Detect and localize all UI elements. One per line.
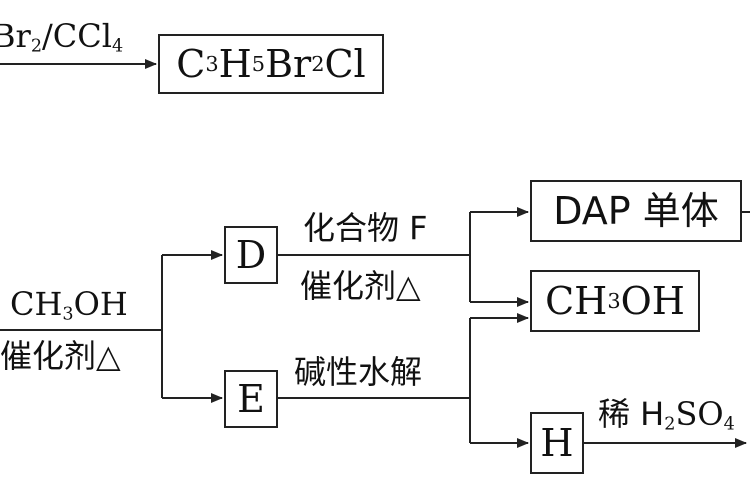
reagent-compound-f: 化合物 F xyxy=(303,209,428,247)
compound-box-e: E xyxy=(224,370,278,428)
reagent-catalyst-heat-mid: 催化剂△ xyxy=(300,267,421,305)
reagent-methanol: CH3OH xyxy=(10,285,128,325)
compound-box-dap-monomer: DAP 单体 xyxy=(530,180,742,242)
reagent-dilute-h2so4: 稀 H2SO4 xyxy=(598,395,735,435)
compound-box-d: D xyxy=(224,226,278,284)
reagent-br2-ccl4: Br2/CCl4 xyxy=(0,17,124,57)
reagent-catalyst-heat-left: 催化剂△ xyxy=(0,337,121,375)
reagent-alkaline-hydrolysis: 碱性水解 xyxy=(294,353,423,391)
compound-box-h: H xyxy=(530,412,584,474)
